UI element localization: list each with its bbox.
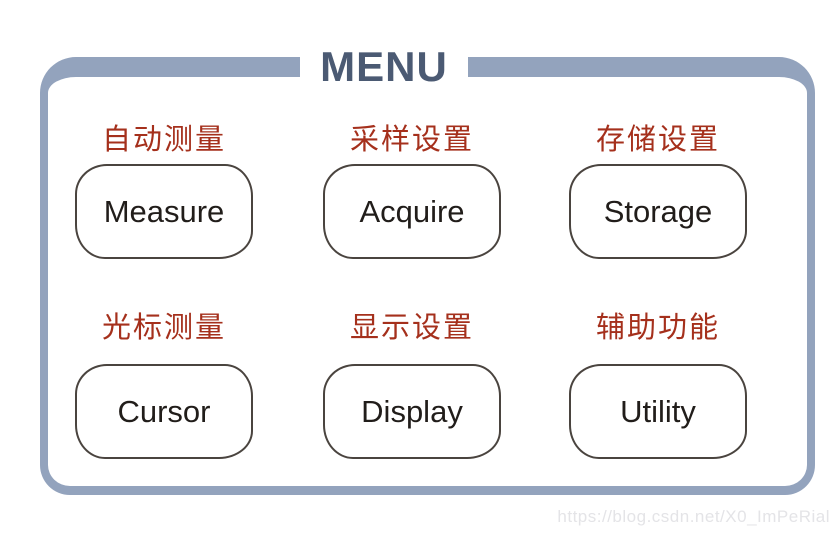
- utility-button[interactable]: Utility: [569, 364, 747, 459]
- caption-display: 显示设置: [349, 310, 474, 344]
- menu-cell-utility: 辅助功能 Utility: [548, 310, 768, 459]
- menu-cell-measure: 自动测量 Measure: [54, 122, 274, 259]
- caption-measure: 自动测量: [101, 122, 226, 156]
- menu-cell-cursor: 光标测量 Cursor: [54, 310, 274, 459]
- caption-acquire: 采样设置: [349, 122, 474, 156]
- storage-button[interactable]: Storage: [569, 164, 747, 259]
- menu-title-container: MENU: [300, 46, 468, 88]
- menu-title: MENU: [320, 43, 448, 90]
- caption-utility: 辅助功能: [595, 310, 720, 344]
- menu-cell-acquire: 采样设置 Acquire: [302, 122, 522, 259]
- display-button[interactable]: Display: [323, 364, 501, 459]
- menu-cell-storage: 存储设置 Storage: [548, 122, 768, 259]
- cursor-button[interactable]: Cursor: [75, 364, 253, 459]
- acquire-button[interactable]: Acquire: [323, 164, 501, 259]
- watermark-url: https://blog.csdn.net/X0_ImPeRial: [557, 507, 830, 526]
- menu-cell-display: 显示设置 Display: [302, 310, 522, 459]
- measure-button[interactable]: Measure: [75, 164, 253, 259]
- caption-storage: 存储设置: [595, 122, 720, 156]
- caption-cursor: 光标测量: [101, 310, 226, 344]
- menu-panel: MENU 自动测量 Measure 采样设置 Acquire 存储设置 Stor…: [40, 46, 815, 495]
